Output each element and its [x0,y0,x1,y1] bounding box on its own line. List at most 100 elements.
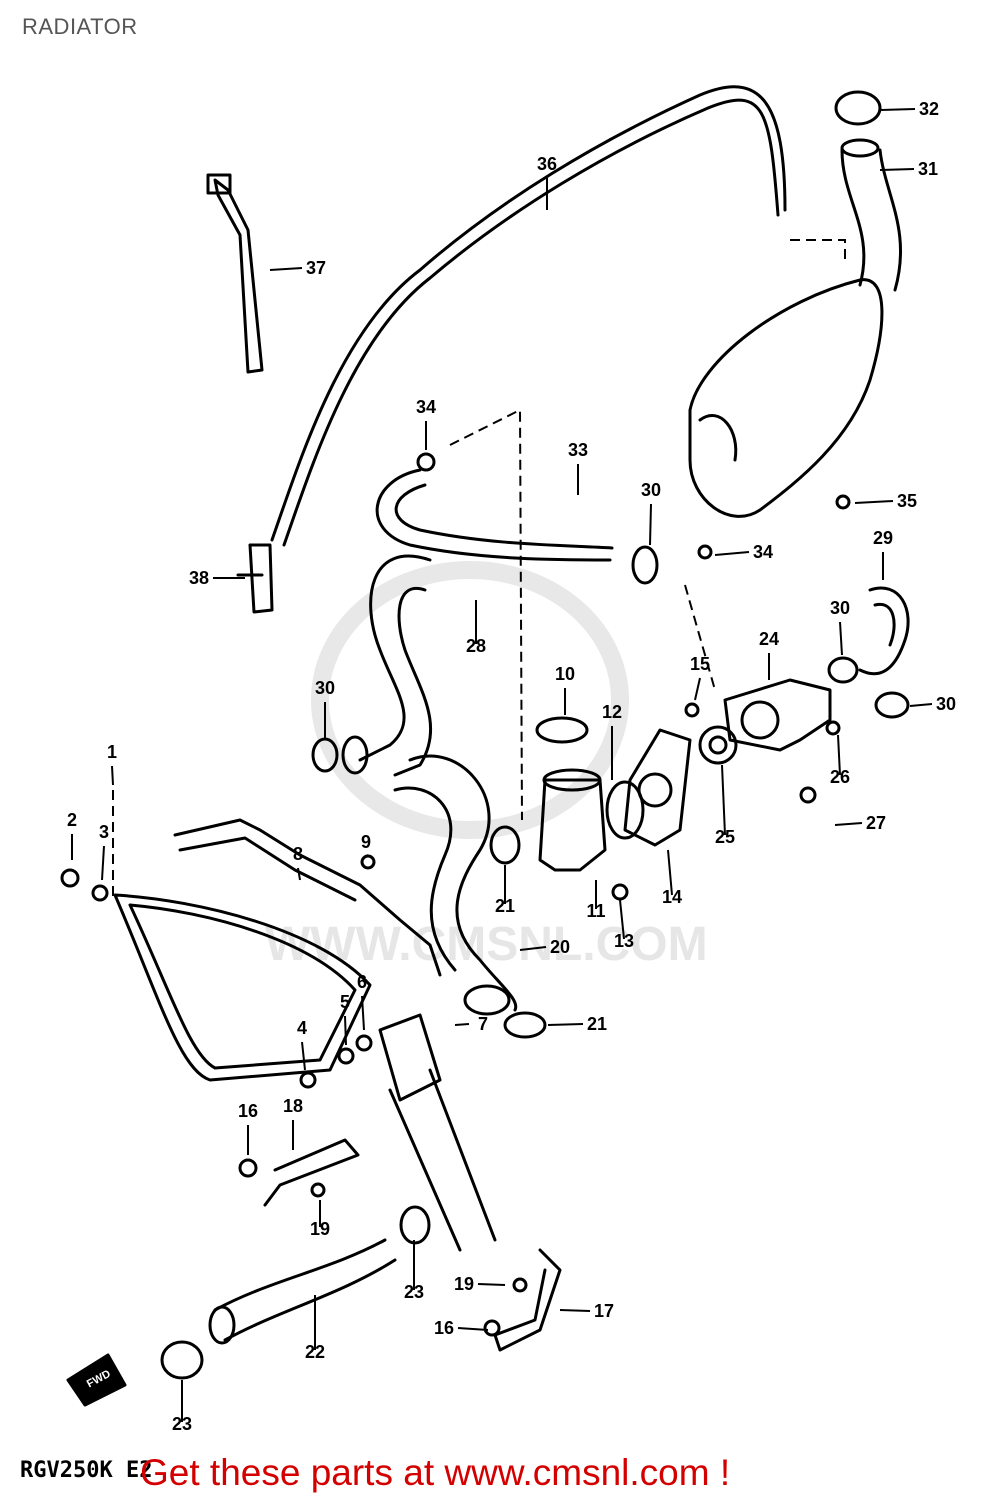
fitting-38 [236,543,274,614]
diagram-title: RADIATOR [22,14,138,39]
watermark: WWW.CMSNL.COM [265,561,708,971]
callout-leader-4 [301,1041,306,1071]
cover-14 [623,728,692,847]
strap-37 [213,178,264,374]
reservoir-tank [688,278,884,518]
radiator-cap-10 [535,716,589,744]
callout-leader-20 [519,946,547,951]
thermostat-25 [698,725,738,765]
callout-30: 30 [641,480,661,500]
callout-21: 21 [587,1014,607,1034]
callout-leader-27 [834,822,863,826]
clamp-30d [311,737,339,773]
callout-leader-13 [619,899,625,940]
callout-37: 37 [306,258,326,278]
hose-28 [358,554,433,777]
callout-leader-16 [457,1327,489,1331]
callout-labels: 1234567891011121314151616171819192021212… [67,99,956,1434]
callout-leader-1 [111,765,114,786]
callout-leader-30 [909,703,933,707]
clamp-23b [160,1340,204,1380]
hose-22 [213,1238,397,1342]
callout-leader-8 [297,867,301,881]
callout-leader-17 [559,1309,591,1312]
callout-8: 8 [293,844,303,864]
filler-neck-31 [840,148,903,292]
callout-leader-7 [454,1023,470,1026]
leader-lines [71,108,933,1422]
callout-leader-30 [649,503,652,546]
clamp-21a [489,825,521,865]
callout-4: 4 [297,1018,307,1038]
callout-19: 19 [454,1274,474,1294]
promo-link[interactable]: Get these parts at www.cmsnl.com ! [140,1452,731,1493]
callout-leader-5 [344,1015,347,1046]
callout-5: 5 [340,992,350,1012]
breather-hose-36 [270,85,787,542]
callout-17: 17 [594,1301,614,1321]
callout-36: 36 [537,154,557,174]
clamp-30b [827,656,859,684]
callout-18: 18 [283,1096,303,1116]
callout-leader-32 [879,108,916,111]
callout-leader-15 [694,677,701,701]
callout-19: 19 [310,1219,330,1239]
callout-24: 24 [759,629,779,649]
hose-29 [858,586,910,676]
callout-16: 16 [434,1318,454,1338]
hose-33 [375,468,614,562]
radiator-core [113,893,372,1082]
callout-6: 6 [357,972,367,992]
callout-13: 13 [614,931,634,951]
lower-pipe [388,1068,497,1252]
callout-leader-6 [361,995,365,1031]
callout-29: 29 [873,528,893,548]
bracket-17 [493,1248,562,1352]
cap-32 [834,90,882,126]
callout-leader-26 [837,734,841,776]
callout-35: 35 [897,491,917,511]
callout-3: 3 [99,822,109,842]
fwd-arrow [66,1353,127,1407]
clamp-23a [399,1205,431,1245]
callout-leader-35 [854,500,894,504]
bracket-18 [263,1138,360,1207]
callout-31: 31 [918,159,938,179]
callout-27: 27 [866,813,886,833]
callout-leader-31 [879,168,915,171]
callout-14: 14 [662,887,682,907]
callout-23: 23 [172,1414,192,1434]
bracket-8 [173,818,442,977]
callout-15: 15 [690,654,710,674]
callout-12: 12 [602,702,622,722]
callout-leader-14 [667,849,673,896]
model-code: RGV250K E2 [20,1458,153,1483]
callout-leader-37 [269,267,303,271]
callout-32: 32 [919,99,939,119]
callout-25: 25 [715,827,735,847]
callout-leader-9 [365,854,369,857]
callout-22: 22 [305,1342,325,1362]
callout-leader-30 [839,621,843,656]
callout-leader-21 [547,1023,584,1026]
callout-20: 20 [550,937,570,957]
callout-34: 34 [753,542,773,562]
callout-30: 30 [315,678,335,698]
callout-34: 34 [416,397,436,417]
thermostat-housing-24 [723,678,832,752]
callout-leader-25 [721,764,726,836]
callout-1: 1 [107,742,117,762]
clamp-21b [503,1011,547,1039]
hose-20 [393,754,518,1012]
callout-28: 28 [466,636,486,656]
callout-16: 16 [238,1101,258,1121]
callout-leader-19 [477,1283,506,1286]
callout-21: 21 [495,896,515,916]
callout-leader-3 [101,845,105,881]
callout-23: 23 [404,1282,424,1302]
callout-26: 26 [830,767,850,787]
callout-33: 33 [568,440,588,460]
gasket-12 [605,780,645,840]
callout-11: 11 [586,901,605,921]
